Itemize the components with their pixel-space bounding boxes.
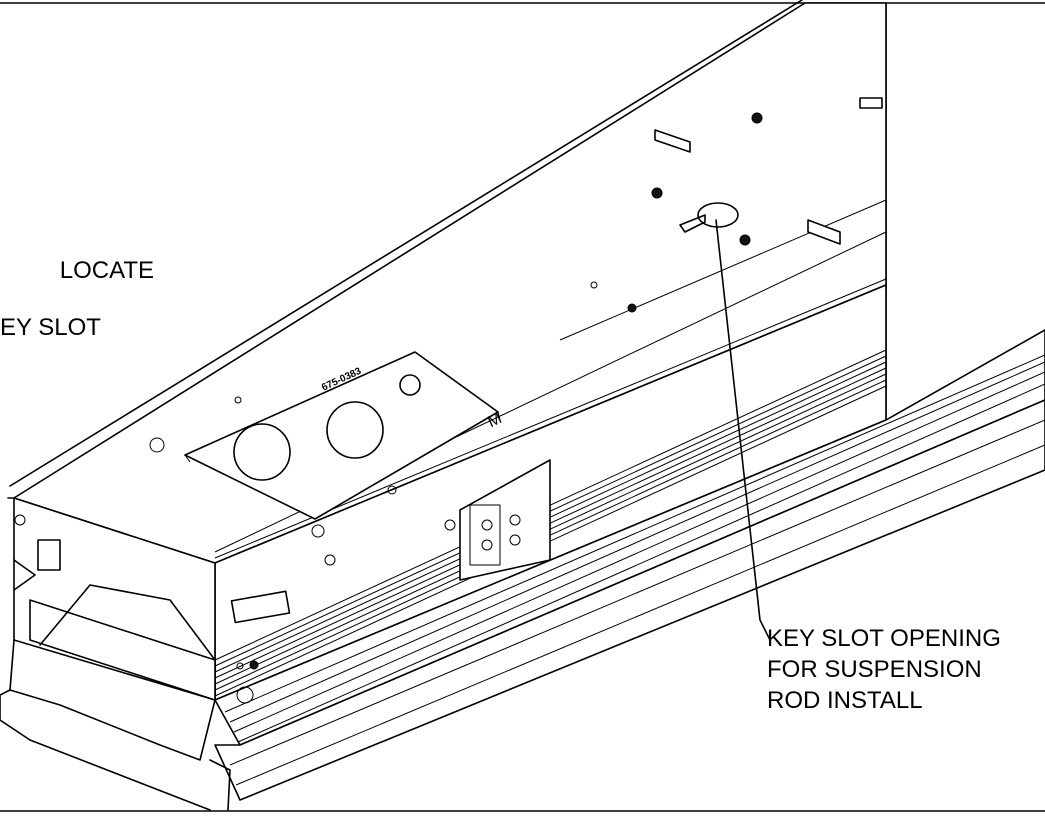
mounting-tabs <box>654 97 883 245</box>
housing-end <box>0 497 336 811</box>
callout-leader <box>715 219 771 641</box>
callout-line1: KEY SLOT OPENING <box>767 625 1001 652</box>
left-label-line2: EY SLOT <box>0 314 101 341</box>
side-bracket <box>444 459 551 581</box>
embossed-letter: M <box>485 410 504 431</box>
callout-line3: ROD INSTALL <box>767 687 923 714</box>
plate-screw <box>399 374 421 396</box>
knockout-plate: 675-0383 <box>184 351 501 520</box>
key-slot <box>679 202 739 233</box>
top-holes <box>149 112 763 538</box>
knockout-right <box>326 401 384 459</box>
knockout-left <box>233 423 291 481</box>
callout-line2: FOR SUSPENSION <box>767 656 982 683</box>
left-label-line1: LOCATE <box>60 257 154 284</box>
